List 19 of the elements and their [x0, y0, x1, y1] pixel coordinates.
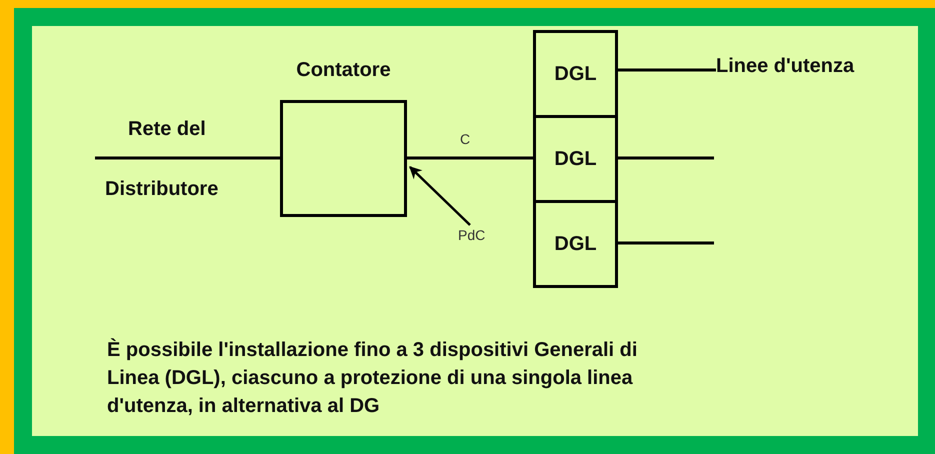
network-label: Distributore [105, 178, 218, 201]
box-label: DGL [554, 62, 597, 86]
wire-line [618, 68, 716, 72]
note-paragraph: È possibile l'installazione fino a 3 dispositivi Generali di Linea (DGL), ciascuno a protezione di una singola linea d'utenza, in alternativa al DG [107, 337, 638, 419]
box-label: DGL [554, 148, 597, 170]
device-box [533, 115, 618, 203]
wire-line [618, 242, 714, 244]
leader-arrow [409, 166, 471, 226]
wire-line [95, 156, 280, 160]
node-label: Linee d'utenza [716, 55, 854, 78]
edge-label: C [459, 131, 472, 147]
wire-line [618, 156, 714, 160]
device-box [533, 200, 618, 288]
device-box [533, 30, 618, 118]
network-label: Rete del [128, 118, 206, 141]
box-heading: Contatore [296, 59, 391, 82]
wire-line [407, 156, 533, 160]
node-label: PdC [458, 227, 486, 243]
box-label: DGL [554, 232, 597, 256]
